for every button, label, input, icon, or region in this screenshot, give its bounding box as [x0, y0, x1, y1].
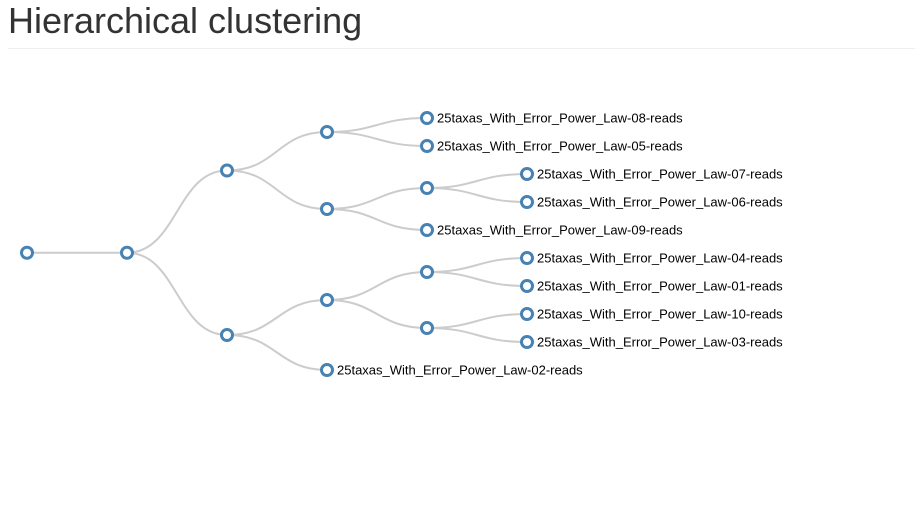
tree-link — [126, 251, 228, 336]
tree-link — [326, 117, 428, 133]
leaf-node[interactable]: 25taxas_With_Error_Power_Law-01-reads — [520, 279, 784, 294]
cluster-node[interactable] — [320, 293, 334, 307]
node-circle[interactable] — [520, 279, 534, 293]
leaf-label: 25taxas_With_Error_Power_Law-10-reads — [537, 307, 783, 322]
tree-nodes: 25taxas_With_Error_Power_Law-08-reads 25t… — [20, 111, 784, 378]
cluster-node[interactable] — [20, 245, 34, 260]
page-title: Hierarchical clustering — [8, 0, 363, 41]
cluster-node[interactable] — [420, 265, 434, 279]
node-circle[interactable] — [420, 111, 434, 125]
leaf-label: 25taxas_With_Error_Power_Law-08-reads — [437, 111, 683, 126]
node-circle[interactable] — [220, 163, 234, 178]
node-circle[interactable] — [520, 335, 534, 349]
leaf-node[interactable]: 25taxas_With_Error_Power_Law-06-reads — [520, 195, 784, 210]
node-circle[interactable] — [120, 245, 134, 260]
tree-link — [226, 131, 328, 172]
node-circle[interactable] — [220, 328, 234, 342]
leaf-node[interactable]: 25taxas_With_Error_Power_Law-09-reads — [420, 223, 684, 238]
node-circle[interactable] — [420, 139, 434, 153]
cluster-node[interactable] — [320, 125, 334, 139]
tree-link — [326, 271, 428, 301]
tree-link — [326, 299, 428, 329]
cluster-node[interactable] — [220, 163, 234, 178]
cluster-node[interactable] — [120, 245, 134, 260]
node-circle[interactable] — [520, 167, 534, 181]
tree-link — [426, 173, 528, 189]
leaf-node[interactable]: 25taxas_With_Error_Power_Law-07-reads — [520, 167, 784, 182]
node-circle[interactable] — [320, 363, 334, 377]
leaf-node[interactable]: 25taxas_With_Error_Power_Law-02-reads — [320, 363, 584, 378]
leaf-node[interactable]: 25taxas_With_Error_Power_Law-10-reads — [520, 307, 784, 322]
tree-link — [426, 257, 528, 273]
node-circle[interactable] — [320, 202, 334, 216]
node-circle[interactable] — [520, 251, 534, 265]
tree-link — [426, 313, 528, 329]
cluster-node[interactable] — [420, 321, 434, 335]
node-circle[interactable] — [420, 321, 434, 335]
leaf-node[interactable]: 25taxas_With_Error_Power_Law-08-reads — [420, 111, 684, 126]
leaf-label: 25taxas_With_Error_Power_Law-04-reads — [537, 251, 783, 266]
tree-link — [426, 187, 528, 203]
node-circle[interactable] — [520, 307, 534, 321]
tree-link — [226, 334, 328, 371]
node-circle[interactable] — [420, 223, 434, 237]
node-circle[interactable] — [320, 125, 334, 139]
leaf-node[interactable]: 25taxas_With_Error_Power_Law-04-reads — [520, 251, 784, 266]
tree-link — [326, 208, 428, 231]
cluster-node[interactable] — [220, 328, 234, 342]
leaf-label: 25taxas_With_Error_Power_Law-07-reads — [537, 167, 783, 182]
cluster-node[interactable] — [320, 202, 334, 216]
tree-link — [426, 327, 528, 343]
node-circle[interactable] — [420, 265, 434, 279]
node-circle[interactable] — [320, 293, 334, 307]
tree-link — [326, 131, 428, 147]
tree-link — [426, 271, 528, 287]
leaf-label: 25taxas_With_Error_Power_Law-02-reads — [337, 363, 583, 378]
tree-link — [126, 169, 228, 254]
tree-links — [26, 117, 528, 371]
leaf-label: 25taxas_With_Error_Power_Law-01-reads — [537, 279, 783, 294]
leaf-node[interactable]: 25taxas_With_Error_Power_Law-03-reads — [520, 335, 784, 350]
node-circle[interactable] — [420, 181, 434, 195]
leaf-label: 25taxas_With_Error_Power_Law-09-reads — [437, 223, 683, 238]
leaf-label: 25taxas_With_Error_Power_Law-05-reads — [437, 139, 683, 154]
tree-link — [226, 299, 328, 336]
leaf-label: 25taxas_With_Error_Power_Law-06-reads — [537, 195, 783, 210]
node-circle[interactable] — [520, 195, 534, 209]
tree-link — [226, 169, 328, 210]
title-divider — [8, 48, 915, 49]
leaf-node[interactable]: 25taxas_With_Error_Power_Law-05-reads — [420, 139, 684, 154]
node-circle[interactable] — [20, 245, 34, 260]
leaf-label: 25taxas_With_Error_Power_Law-03-reads — [537, 335, 783, 350]
tree-link — [326, 187, 428, 210]
cluster-node[interactable] — [420, 181, 434, 195]
